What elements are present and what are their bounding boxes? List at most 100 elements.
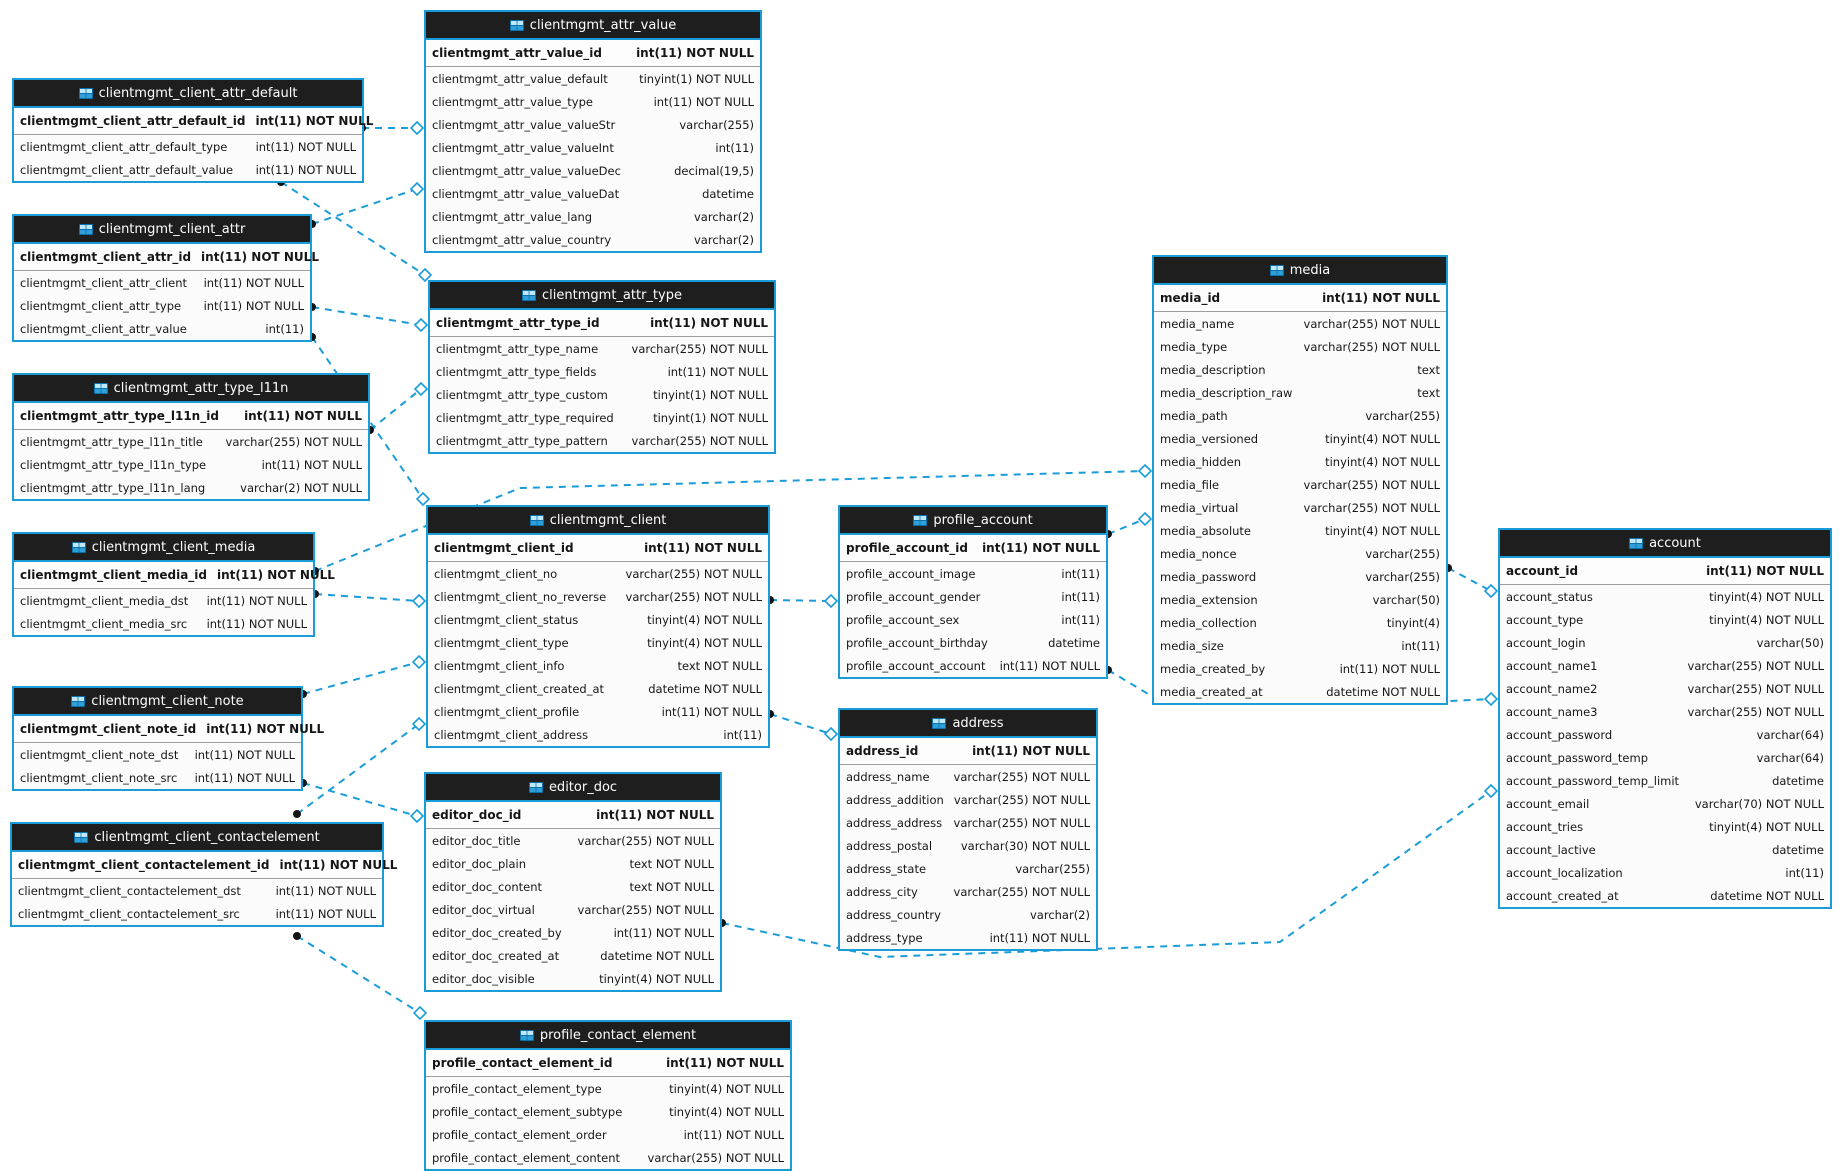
primary-key-row[interactable]: media_id int(11) NOT NULL bbox=[1154, 285, 1446, 312]
table-header[interactable]: account bbox=[1500, 530, 1830, 558]
field-row[interactable]: clientmgmt_client_status tinyint(4) NOT … bbox=[428, 608, 768, 631]
field-row[interactable]: editor_doc_virtual varchar(255) NOT NULL bbox=[426, 898, 720, 921]
field-row[interactable]: media_description text bbox=[1154, 358, 1446, 381]
field-row[interactable]: clientmgmt_client_contactelement_src int… bbox=[12, 902, 382, 925]
field-row[interactable]: account_password varchar(64) bbox=[1500, 723, 1830, 746]
field-row[interactable]: media_absolute tinyint(4) NOT NULL bbox=[1154, 519, 1446, 542]
field-row[interactable]: account_type tinyint(4) NOT NULL bbox=[1500, 608, 1830, 631]
db-table-clientmgmt_attr_type[interactable]: clientmgmt_attr_type clientmgmt_attr_typ… bbox=[428, 280, 776, 454]
field-row[interactable]: address_type int(11) NOT NULL bbox=[840, 926, 1096, 949]
field-row[interactable]: account_password_temp varchar(64) bbox=[1500, 746, 1830, 769]
primary-key-row[interactable]: clientmgmt_client_contactelement_id int(… bbox=[12, 852, 397, 879]
field-row[interactable]: editor_doc_created_at datetime NOT NULL bbox=[426, 944, 720, 967]
field-row[interactable]: editor_doc_visible tinyint(4) NOT NULL bbox=[426, 967, 720, 990]
field-row[interactable]: clientmgmt_client_info text NOT NULL bbox=[428, 654, 768, 677]
field-row[interactable]: profile_account_image int(11) bbox=[840, 562, 1106, 585]
primary-key-row[interactable]: clientmgmt_attr_value_id int(11) NOT NUL… bbox=[426, 40, 760, 67]
field-row[interactable]: clientmgmt_attr_value_lang varchar(2) bbox=[426, 205, 760, 228]
field-row[interactable]: profile_account_sex int(11) bbox=[840, 608, 1106, 631]
table-header[interactable]: editor_doc bbox=[426, 774, 720, 802]
field-row[interactable]: media_description_raw text bbox=[1154, 381, 1446, 404]
field-row[interactable]: account_name2 varchar(255) NOT NULL bbox=[1500, 677, 1830, 700]
table-header[interactable]: media bbox=[1154, 257, 1446, 285]
field-row[interactable]: clientmgmt_client_no_reverse varchar(255… bbox=[428, 585, 768, 608]
table-header[interactable]: clientmgmt_attr_type bbox=[430, 282, 774, 310]
primary-key-row[interactable]: editor_doc_id int(11) NOT NULL bbox=[426, 802, 720, 829]
db-table-editor_doc[interactable]: editor_doc editor_doc_id int(11) NOT NUL… bbox=[424, 772, 722, 992]
field-row[interactable]: clientmgmt_client_attr_type int(11) NOT … bbox=[14, 294, 310, 317]
field-row[interactable]: clientmgmt_attr_type_required tinyint(1)… bbox=[430, 406, 774, 429]
db-table-profile_account[interactable]: profile_account profile_account_id int(1… bbox=[838, 505, 1108, 679]
field-row[interactable]: account_created_at datetime NOT NULL bbox=[1500, 884, 1830, 907]
field-row[interactable]: clientmgmt_attr_type_l11n_type int(11) N… bbox=[14, 453, 368, 476]
primary-key-row[interactable]: clientmgmt_client_note_id int(11) NOT NU… bbox=[14, 716, 324, 743]
field-row[interactable]: clientmgmt_attr_value_default tinyint(1)… bbox=[426, 67, 760, 90]
table-header[interactable]: clientmgmt_client_contactelement bbox=[12, 824, 382, 852]
field-row[interactable]: clientmgmt_attr_type_name varchar(255) N… bbox=[430, 337, 774, 360]
primary-key-row[interactable]: profile_contact_element_id int(11) NOT N… bbox=[426, 1050, 790, 1077]
field-row[interactable]: media_collection tinyint(4) bbox=[1154, 611, 1446, 634]
field-row[interactable]: media_virtual varchar(255) NOT NULL bbox=[1154, 496, 1446, 519]
field-row[interactable]: address_city varchar(255) NOT NULL bbox=[840, 880, 1096, 903]
db-table-address[interactable]: address address_id int(11) NOT NULL addr… bbox=[838, 708, 1098, 951]
field-row[interactable]: address_country varchar(2) bbox=[840, 903, 1096, 926]
db-table-clientmgmt_client_media[interactable]: clientmgmt_client_media clientmgmt_clien… bbox=[12, 532, 335, 637]
table-header[interactable]: clientmgmt_client_note bbox=[14, 688, 301, 716]
field-row[interactable]: media_created_at datetime NOT NULL bbox=[1154, 680, 1446, 703]
field-row[interactable]: clientmgmt_client_no varchar(255) NOT NU… bbox=[428, 562, 768, 585]
field-row[interactable]: address_name varchar(255) NOT NULL bbox=[840, 765, 1096, 788]
field-row[interactable]: clientmgmt_attr_type_fields int(11) NOT … bbox=[430, 360, 774, 383]
field-row[interactable]: media_hidden tinyint(4) NOT NULL bbox=[1154, 450, 1446, 473]
field-row[interactable]: editor_doc_content text NOT NULL bbox=[426, 875, 720, 898]
field-row[interactable]: account_lactive datetime bbox=[1500, 838, 1830, 861]
primary-key-row[interactable]: profile_account_id int(11) NOT NULL bbox=[840, 535, 1106, 562]
field-row[interactable]: clientmgmt_client_note_src int(11) NOT N… bbox=[14, 766, 301, 789]
field-row[interactable]: address_address varchar(255) NOT NULL bbox=[840, 811, 1096, 834]
field-row[interactable]: media_type varchar(255) NOT NULL bbox=[1154, 335, 1446, 358]
field-row[interactable]: address_state varchar(255) bbox=[840, 857, 1096, 880]
primary-key-row[interactable]: clientmgmt_client_media_id int(11) NOT N… bbox=[14, 562, 335, 589]
field-row[interactable]: clientmgmt_client_note_dst int(11) NOT N… bbox=[14, 743, 301, 766]
field-row[interactable]: clientmgmt_client_profile int(11) NOT NU… bbox=[428, 700, 768, 723]
field-row[interactable]: clientmgmt_client_attr_client int(11) NO… bbox=[14, 271, 310, 294]
db-table-profile_contact_element[interactable]: profile_contact_element profile_contact_… bbox=[424, 1020, 792, 1171]
field-row[interactable]: clientmgmt_attr_value_valueInt int(11) bbox=[426, 136, 760, 159]
db-table-clientmgmt_client[interactable]: clientmgmt_client clientmgmt_client_id i… bbox=[426, 505, 770, 748]
field-row[interactable]: account_localization int(11) bbox=[1500, 861, 1830, 884]
field-row[interactable]: clientmgmt_attr_type_custom tinyint(1) N… bbox=[430, 383, 774, 406]
field-row[interactable]: media_created_by int(11) NOT NULL bbox=[1154, 657, 1446, 680]
field-row[interactable]: clientmgmt_attr_value_valueStr varchar(2… bbox=[426, 113, 760, 136]
field-row[interactable]: account_login varchar(50) bbox=[1500, 631, 1830, 654]
field-row[interactable]: profile_account_birthday datetime bbox=[840, 631, 1106, 654]
field-row[interactable]: clientmgmt_client_attr_default_type int(… bbox=[14, 135, 362, 158]
field-row[interactable]: address_addition varchar(255) NOT NULL bbox=[840, 788, 1096, 811]
field-row[interactable]: media_password varchar(255) bbox=[1154, 565, 1446, 588]
table-header[interactable]: clientmgmt_client_attr bbox=[14, 216, 310, 244]
table-header[interactable]: clientmgmt_attr_type_l11n bbox=[14, 375, 368, 403]
primary-key-row[interactable]: clientmgmt_client_id int(11) NOT NULL bbox=[428, 535, 768, 562]
db-table-clientmgmt_attr_value[interactable]: clientmgmt_attr_value clientmgmt_attr_va… bbox=[424, 10, 762, 253]
field-row[interactable]: media_versioned tinyint(4) NOT NULL bbox=[1154, 427, 1446, 450]
db-table-account[interactable]: account account_id int(11) NOT NULL acco… bbox=[1498, 528, 1832, 909]
db-table-clientmgmt_client_note[interactable]: clientmgmt_client_note clientmgmt_client… bbox=[12, 686, 324, 791]
field-row[interactable]: editor_doc_title varchar(255) NOT NULL bbox=[426, 829, 720, 852]
field-row[interactable]: clientmgmt_attr_value_valueDec decimal(1… bbox=[426, 159, 760, 182]
table-header[interactable]: clientmgmt_attr_value bbox=[426, 12, 760, 40]
db-table-media[interactable]: media media_id int(11) NOT NULL media_na… bbox=[1152, 255, 1448, 705]
primary-key-row[interactable]: clientmgmt_attr_type_l11n_id int(11) NOT… bbox=[14, 403, 368, 430]
field-row[interactable]: editor_doc_plain text NOT NULL bbox=[426, 852, 720, 875]
primary-key-row[interactable]: address_id int(11) NOT NULL bbox=[840, 738, 1096, 765]
field-row[interactable]: profile_contact_element_order int(11) NO… bbox=[426, 1123, 790, 1146]
field-row[interactable]: account_email varchar(70) NOT NULL bbox=[1500, 792, 1830, 815]
field-row[interactable]: clientmgmt_attr_type_pattern varchar(255… bbox=[430, 429, 774, 452]
field-row[interactable]: clientmgmt_attr_value_country varchar(2) bbox=[426, 228, 760, 251]
field-row[interactable]: clientmgmt_attr_value_valueDat datetime bbox=[426, 182, 760, 205]
field-row[interactable]: profile_contact_element_type tinyint(4) … bbox=[426, 1077, 790, 1100]
field-row[interactable]: editor_doc_created_by int(11) NOT NULL bbox=[426, 921, 720, 944]
db-table-clientmgmt_client_contactelement[interactable]: clientmgmt_client_contactelement clientm… bbox=[10, 822, 397, 927]
field-row[interactable]: media_name varchar(255) NOT NULL bbox=[1154, 312, 1446, 335]
primary-key-row[interactable]: clientmgmt_client_attr_id int(11) NOT NU… bbox=[14, 244, 319, 271]
table-header[interactable]: profile_contact_element bbox=[426, 1022, 790, 1050]
field-row[interactable]: media_nonce varchar(255) bbox=[1154, 542, 1446, 565]
db-table-clientmgmt_client_attr_default[interactable]: clientmgmt_client_attr_default clientmgm… bbox=[12, 78, 373, 183]
